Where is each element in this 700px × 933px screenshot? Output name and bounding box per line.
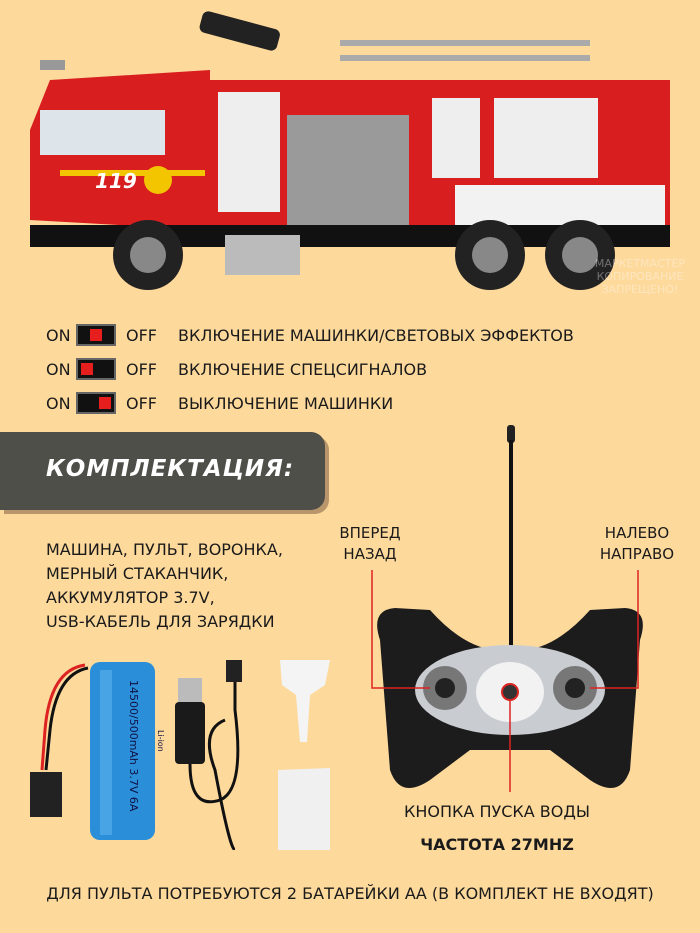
forward-label: ВПЕРЕД (339, 524, 401, 542)
contents-item: USB-КАБЕЛЬ ДЛЯ ЗАРЯДКИ (46, 612, 275, 631)
left-right-label: НАЛЕВО НАПРАВО (582, 523, 692, 565)
switch-icon-middle (76, 324, 116, 346)
accessories-image: 14500/500mAh 3.7V 6A Li-ion (30, 660, 330, 850)
left-label: НАЛЕВО (604, 524, 670, 542)
on-label: ON (46, 393, 71, 413)
battery-type: Li-ion (156, 730, 165, 752)
off-label: OFF (126, 359, 157, 379)
switch-description: ВЫКЛЮЧЕНИЕ МАШИНКИ (178, 393, 394, 413)
contents-list: МАШИНА, ПУЛЬТ, ВОРОНКА, МЕРНЫЙ СТАКАНЧИК… (46, 538, 283, 634)
section-title: КОМПЛЕКТАЦИЯ: (46, 456, 295, 482)
truck-number: 119 (95, 169, 137, 193)
switch-row-off: ON OFF ВЫКЛЮЧЕНИЕ МАШИНКИ (46, 392, 393, 414)
off-label: OFF (126, 325, 157, 345)
switch-icon-left (76, 358, 116, 380)
switch-row-power: ON OFF ВКЛЮЧЕНИЕ МАШИНКИ/СВЕТОВЫХ ЭФФЕКТ… (46, 324, 574, 346)
fire-truck-image: 119 (30, 11, 670, 290)
contents-item: МЕРНЫЙ СТАКАНЧИК, (46, 564, 229, 583)
right-label: НАПРАВО (599, 545, 675, 563)
back-label: НАЗАД (343, 545, 397, 563)
contents-item: АККУМУЛЯТОР 3.7V, (46, 588, 215, 607)
watermark-line: ЗАПРЕЩЕНО! (601, 283, 679, 296)
watermark-line: КОПИРОВАНИЕ (596, 270, 684, 283)
switch-row-signals: ON OFF ВКЛЮЧЕНИЕ СПЕЦСИГНАЛОВ (46, 358, 427, 380)
section-banner (0, 432, 325, 510)
switch-icon-right (76, 392, 116, 414)
on-label: ON (46, 325, 71, 345)
battery-label: 14500/500mAh 3.7V 6A (127, 680, 140, 812)
frequency-label: ЧАСТОТА 27MHZ (420, 835, 574, 854)
water-button-label: КНОПКА ПУСКА ВОДЫ (404, 802, 590, 821)
watermark-line: МАРКЕТМАСТЕР (594, 257, 686, 270)
switch-description: ВКЛЮЧЕНИЕ МАШИНКИ/СВЕТОВЫХ ЭФФЕКТОВ (178, 325, 574, 345)
contents-item: МАШИНА, ПУЛЬТ, ВОРОНКА, (46, 540, 283, 559)
watermark: МАРКЕТМАСТЕР КОПИРОВАНИЕ ЗАПРЕЩЕНО! (585, 257, 695, 296)
footer-note: ДЛЯ ПУЛЬТА ПОТРЕБУЮТСЯ 2 БАТАРЕЙКИ АА (В… (46, 884, 654, 903)
remote-control-image (371, 425, 643, 792)
on-label: ON (46, 359, 71, 379)
forward-back-label: ВПЕРЕД НАЗАД (320, 523, 420, 565)
switch-description: ВКЛЮЧЕНИЕ СПЕЦСИГНАЛОВ (178, 359, 428, 379)
off-label: OFF (126, 393, 157, 413)
